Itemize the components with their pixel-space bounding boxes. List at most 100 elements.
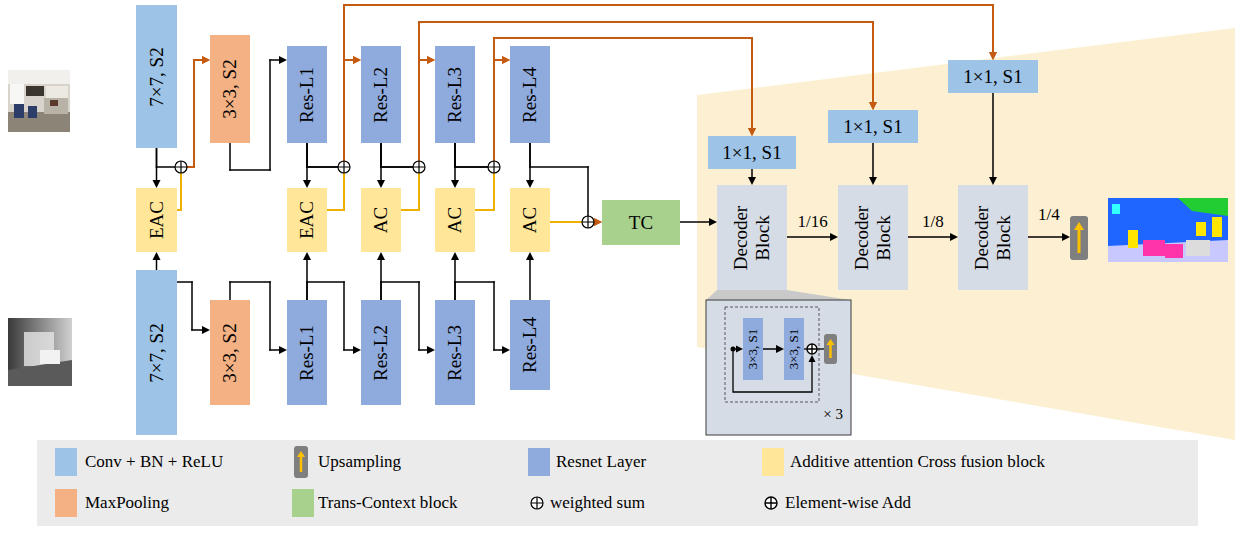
decoder-region [697, 28, 1235, 440]
legend-text: weighted sum [550, 493, 645, 513]
layout-rect [8, 318, 72, 386]
connector-segment [493, 38, 495, 167]
layout-line [300, 456, 303, 472]
connector [303, 143, 311, 188]
node-label: 7×7, S2 [146, 323, 168, 382]
node-label: Decoder Block [851, 193, 895, 283]
decoder-block: Decoder Block [717, 185, 787, 290]
connector [377, 252, 385, 300]
trans-context-box: TC [602, 200, 680, 245]
connector-segment [455, 281, 494, 283]
attention-fusion-box: EAC [136, 188, 177, 252]
layout-polygon [1178, 198, 1228, 216]
connector-segment [401, 209, 419, 211]
arrow-head [748, 177, 756, 185]
layout-circle [338, 161, 350, 173]
node-label: 3×3, S2 [219, 323, 241, 382]
resnet-layer-box: Res-L2 [361, 300, 401, 405]
connector-segment [156, 148, 158, 167]
upsampling-symbol [1070, 216, 1088, 260]
layout-circle [175, 161, 187, 173]
connector-segment [494, 37, 752, 39]
connector-segment [454, 258, 456, 300]
split-dot [731, 347, 736, 352]
layout-polygon [1074, 222, 1084, 230]
layout-rect [294, 446, 308, 478]
decoder-detail: × 33×3, S13×3, S1 [706, 300, 851, 435]
segmentation-output [1108, 198, 1228, 262]
edge-label: 1/16 [798, 212, 828, 232]
connector [869, 143, 877, 185]
connector-segment [872, 22, 874, 104]
node-label: Res-L1 [296, 325, 318, 381]
connector [401, 22, 877, 210]
legend-text: Additive attention Cross fusion block [790, 452, 1045, 472]
arrow-head [776, 345, 784, 353]
node-label: Decoder Block [971, 193, 1015, 283]
layout-rect [1070, 216, 1088, 260]
connector-segment [380, 143, 382, 167]
connector [763, 345, 784, 353]
legend-swatch [762, 448, 784, 476]
layout-path [807, 344, 817, 354]
connector [377, 143, 385, 188]
node-label: EAC [146, 201, 168, 239]
connector [475, 38, 756, 210]
layout-circle [582, 216, 594, 228]
connector [327, 5, 997, 210]
arrow-head [427, 346, 435, 354]
connector-segment [380, 143, 382, 167]
node-label: EAC [296, 201, 318, 239]
connector-segment [493, 282, 495, 350]
connector [475, 56, 510, 210]
node-label: Decoder Block [730, 193, 774, 283]
connector-segment [380, 258, 382, 300]
arrow-head [526, 252, 534, 260]
legend-upsampling-sample [294, 446, 308, 478]
connector [177, 56, 210, 210]
conv-box: 1×1, S1 [708, 136, 796, 169]
scale-label: 1/4 [1038, 205, 1060, 225]
connector-segment [343, 5, 345, 167]
arrow-head [451, 252, 459, 260]
layout-circle [807, 344, 817, 354]
layout-rect [10, 84, 24, 104]
layout-path [338, 161, 350, 173]
node-label: 3×3, S1 [787, 329, 802, 370]
arrow-head [989, 52, 997, 60]
conv-box: 7×7, S2 [136, 270, 177, 435]
conv-box: 1×1, S1 [948, 60, 1038, 93]
legend-swatch [55, 489, 77, 517]
layout-path [531, 497, 543, 509]
connector-segment [229, 282, 231, 300]
connector-segment [269, 282, 271, 350]
layout-rect [1128, 230, 1138, 248]
connector-segment [306, 143, 308, 167]
connector-segment [380, 282, 382, 300]
layout-path [413, 161, 425, 173]
node-label: 1×1, S1 [963, 66, 1022, 88]
connector [908, 233, 958, 241]
connector-segment [191, 282, 193, 330]
node-label: Res-L3 [444, 67, 466, 123]
arrow-head [353, 56, 361, 64]
resnet-layer-box: Res-L3 [435, 300, 475, 405]
connector-segment [306, 143, 308, 182]
legend-swatch [55, 448, 77, 476]
resnet-layer-box: Res-L1 [287, 46, 327, 143]
layout-rect [1196, 222, 1206, 236]
arrow-head [830, 233, 838, 241]
layout-rect [44, 98, 68, 114]
connector-segment [419, 21, 873, 23]
arrow-head [594, 218, 602, 226]
layout-rect [26, 86, 44, 96]
connector [451, 252, 459, 300]
layout-rect [8, 70, 70, 132]
connector-segment [177, 281, 192, 283]
legend-swatch [292, 489, 314, 517]
arrow-head [989, 52, 997, 60]
connector-segment [787, 236, 832, 238]
decoder-detail-panel [706, 300, 851, 435]
depth-photo [8, 318, 72, 386]
layout-rect [1143, 240, 1165, 256]
